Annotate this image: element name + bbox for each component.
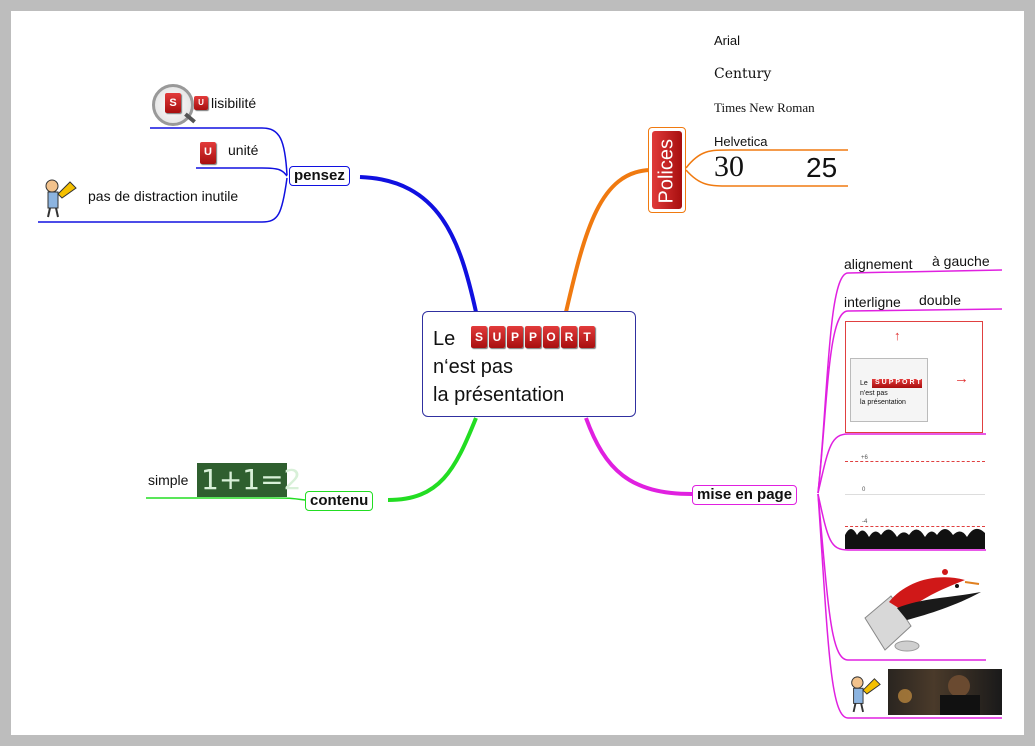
audience-chart-image: +6 0 -4	[845, 443, 985, 549]
central-prefix: Le	[433, 328, 456, 350]
axis-label-top: +6	[861, 455, 868, 461]
trumpet-man-small-icon	[846, 672, 882, 714]
link-polices-sizes	[685, 169, 848, 187]
link-mise-thumb	[817, 433, 986, 494]
thumb-line3: la présentation	[860, 399, 906, 406]
link-pensez	[359, 175, 478, 313]
link-mise-chart	[817, 493, 986, 551]
size-30[interactable]: 30	[714, 150, 744, 183]
node-mise-en-page[interactable]: mise en page	[692, 485, 798, 505]
link-mise-interligne	[817, 308, 1003, 494]
layout-thumbnail: Le SUPPORT n'est pas la présentation ↑ →	[845, 321, 983, 433]
thumb-logo: SUPPORT	[872, 379, 922, 388]
thumb-prefix: Le	[860, 380, 868, 387]
link-pensez-lisibilite	[150, 127, 288, 176]
small-cubes-icon: U	[194, 96, 208, 110]
node-polices[interactable]: Polices	[648, 127, 686, 213]
size-25[interactable]: 25	[806, 152, 838, 183]
font-century[interactable]: Century	[714, 66, 772, 82]
logo-letter-cube: P	[507, 326, 523, 348]
link-polices	[564, 168, 651, 313]
font-arial[interactable]: Arial	[714, 33, 741, 48]
chalkboard-image: 1+1=2	[197, 463, 301, 497]
item-interligne-value[interactable]: double	[919, 292, 962, 308]
logo-letter-cube: T	[579, 326, 595, 348]
item-interligne[interactable]: interligne	[844, 294, 901, 310]
axis-label-mid: 0	[862, 487, 866, 493]
magnifier-icon: S	[152, 84, 194, 126]
trumpet-man-icon	[40, 176, 78, 218]
logo-letter-cube: P	[525, 326, 541, 348]
item-distraction[interactable]: pas de distraction inutile	[88, 188, 239, 204]
cube-u-icon: U	[200, 142, 216, 164]
central-line2: n‘est pas	[433, 356, 514, 378]
link-pensez-unite	[196, 167, 288, 177]
central-line3: la présentation	[433, 384, 565, 406]
link-contenu-simple	[146, 497, 306, 501]
thumb-line2: n'est pas	[860, 390, 888, 397]
link-contenu	[387, 417, 478, 502]
polices-label: Polices	[655, 139, 678, 204]
logo-letter-cube: U	[489, 326, 505, 348]
chalk-text: 1+1=2	[201, 463, 302, 496]
item-simple[interactable]: simple	[148, 472, 189, 488]
paint-splash-image	[845, 562, 985, 658]
arrow-right-icon: →	[954, 370, 969, 387]
axis-label-bottom: -4	[862, 519, 868, 525]
font-helvetica[interactable]: Helvetica	[714, 134, 768, 149]
item-alignement[interactable]: alignement	[844, 256, 913, 272]
link-mise	[584, 417, 693, 496]
link-mise-photo	[817, 493, 1002, 719]
link-polices-helvetica	[685, 149, 848, 169]
item-unite[interactable]: unité	[228, 142, 259, 158]
node-pensez[interactable]: pensez	[289, 166, 350, 186]
font-times[interactable]: Times New Roman	[714, 100, 815, 115]
node-contenu[interactable]: contenu	[305, 491, 374, 511]
link-mise-splash	[817, 493, 986, 661]
arrow-up-icon: ↑	[894, 328, 901, 343]
item-alignement-value[interactable]: à gauche	[932, 253, 990, 269]
logo-letter-cube: S	[471, 326, 487, 348]
logo-letter-cube: O	[543, 326, 559, 348]
item-lisibilite[interactable]: lisibilité	[211, 95, 257, 111]
speaker-photo	[888, 669, 1002, 715]
logo-letter-cube: R	[561, 326, 577, 348]
link-pensez-distraction	[38, 177, 288, 223]
